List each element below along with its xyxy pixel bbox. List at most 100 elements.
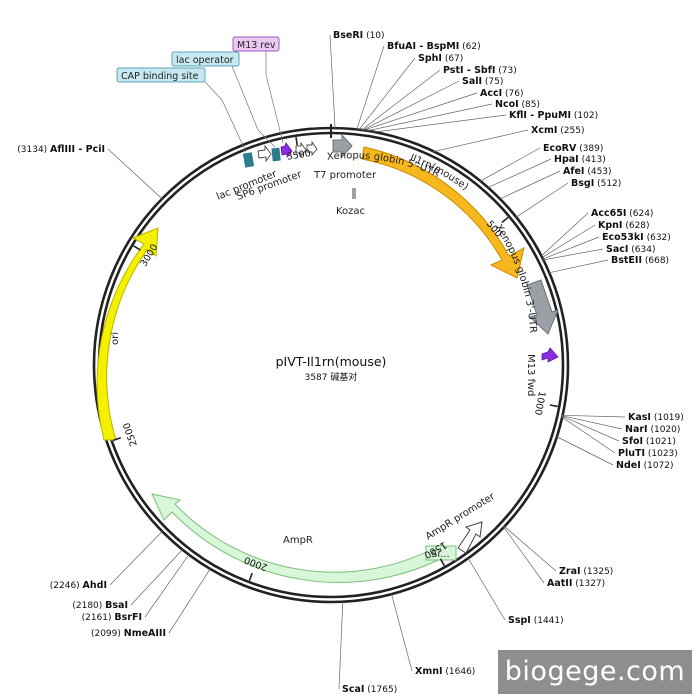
site-position: (3134): [17, 145, 50, 155]
site-name: KflI - PpuMI: [509, 110, 571, 121]
box-lac-operator: [171, 51, 240, 67]
site-name: NdeI: [616, 460, 641, 471]
site-leader-line: [499, 170, 561, 200]
restriction-site-label: SspI (1441): [508, 615, 564, 626]
site-position: (67): [442, 54, 463, 64]
box-m13rev: [232, 36, 280, 52]
site-position: (1023): [645, 449, 678, 459]
site-leader-line: [548, 259, 609, 274]
restriction-site-label: Eco53kI (632): [602, 232, 671, 243]
lac-operator-block: [271, 147, 281, 162]
m13rev-arrow: [280, 142, 293, 159]
site-name: BfuAI - BspMI: [387, 41, 459, 52]
restriction-site-label: EcoRV (389): [543, 143, 603, 154]
site-leader-line: [329, 34, 336, 129]
site-position: (1021): [643, 437, 676, 447]
site-position: (413): [579, 155, 606, 165]
site-name: AfeI: [563, 166, 584, 177]
site-position: (2161): [82, 613, 115, 623]
site-name: AatII: [547, 578, 572, 589]
site-name: NcoI: [495, 99, 519, 110]
restriction-site-label: AatII (1327): [547, 578, 605, 589]
site-position: (2246): [50, 581, 83, 591]
t7-promoter-arrow-2: [306, 140, 318, 157]
site-position: (2099): [91, 629, 124, 639]
site-position: (668): [642, 256, 669, 266]
site-name: AccI: [480, 88, 502, 99]
plasmid-title: pIVT-Il1rn(mouse): [276, 354, 387, 369]
leader-lac-operator: [231, 65, 276, 148]
box-cap-binding: [116, 67, 206, 83]
tick-label: 2500: [122, 421, 140, 447]
site-leader-line: [130, 549, 184, 606]
plasmid-length: 3587 碱基对: [305, 371, 358, 383]
site-name: EcoRV: [543, 143, 577, 154]
site-name: KpnI: [598, 220, 622, 231]
restriction-site-label: SfoI (1021): [622, 436, 676, 447]
site-name: SspI: [508, 615, 531, 626]
site-position: (255): [557, 126, 584, 136]
tick-mark: [501, 216, 509, 224]
tick-mark: [133, 245, 141, 251]
site-name: ScaI: [342, 684, 364, 695]
site-name: Acc65I: [591, 208, 626, 219]
site-name: ZraI: [559, 566, 581, 577]
site-position: (75): [482, 77, 503, 87]
site-name: BseRI: [333, 30, 363, 41]
site-leader-line: [338, 601, 344, 690]
site-leader-line: [391, 593, 413, 672]
site-position: (73): [495, 66, 516, 76]
site-name: Eco53kI: [602, 232, 644, 243]
site-leader-line: [366, 103, 493, 132]
site-position: (1072): [641, 461, 674, 471]
site-leader-line: [515, 182, 569, 218]
site-position: (628): [622, 221, 649, 231]
site-leader-line: [107, 148, 163, 200]
site-position: (634): [628, 245, 655, 255]
site-position: (62): [459, 42, 480, 52]
restriction-site-label: (2246) AhdI: [50, 580, 107, 591]
site-name: AflIII - PciI: [50, 144, 105, 155]
site-leader-line: [561, 415, 620, 442]
feature-ori: [96, 227, 159, 441]
site-leader-line: [361, 80, 460, 131]
feature-x3utr: [526, 279, 559, 335]
site-position: (512): [594, 179, 621, 189]
restriction-site-label: BstEII (668): [611, 255, 669, 266]
site-name: BsrFI: [114, 612, 142, 623]
site-leader-line: [561, 416, 616, 454]
site-leader-line: [109, 530, 163, 586]
tick-label: 2000: [243, 554, 270, 573]
site-leader-line: [467, 557, 506, 621]
restriction-site-label: NarI (1020): [625, 424, 680, 435]
site-position: (1019): [651, 413, 684, 423]
feature-ampr: [151, 493, 449, 583]
site-group: BseRI (10)BfuAI - BspMI (62)SphI (67)Pst…: [17, 30, 684, 695]
restriction-site-label: SphI (67): [418, 53, 463, 64]
site-leader-line: [562, 414, 626, 418]
restriction-site-label: (2180) BsaI: [72, 600, 128, 611]
site-leader-line: [168, 568, 211, 634]
box-cap-binding-label: CAP binding site: [121, 71, 199, 82]
site-leader-line: [503, 526, 545, 584]
site-position: (624): [626, 209, 653, 219]
t7-promoter-arrow: [295, 141, 307, 158]
restriction-site-label: (2099) NmeAIII: [91, 628, 166, 639]
feature-label-ori: ori: [110, 332, 121, 345]
site-name: XmnI: [415, 666, 443, 677]
feature-il1rn: [361, 146, 525, 279]
site-position: (389): [576, 144, 603, 154]
restriction-site-label: AccI (76): [480, 88, 524, 99]
site-position: (2180): [72, 601, 105, 611]
site-name: BsgI: [571, 178, 594, 189]
restriction-site-label: (3134) AflIII - PciI: [17, 144, 105, 155]
feature-label-t7: T7 promoter: [313, 170, 377, 181]
restriction-site-label: BsgI (512): [571, 178, 621, 189]
restriction-site-label: XmnI (1646): [415, 666, 475, 677]
leader-cap: [204, 81, 247, 153]
restriction-site-label: PstI - SbfI (73): [443, 65, 517, 76]
site-name: SacI: [606, 244, 628, 255]
site-name: BsaI: [105, 600, 128, 611]
site-leader-line: [541, 224, 596, 258]
